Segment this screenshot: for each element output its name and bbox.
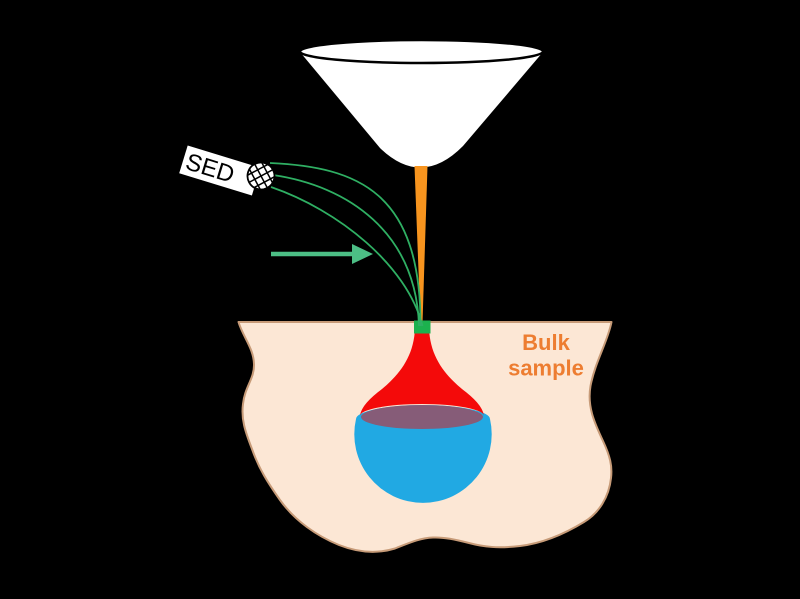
se-trajectory-middle [272, 174, 420, 327]
arrow-head [352, 244, 373, 264]
blue-interaction-sphere [354, 405, 492, 503]
se-trajectory-top [269, 162, 422, 327]
crosshatch-grid-icon [244, 159, 278, 193]
sed-detector-box [179, 145, 261, 196]
grid-hatch-lines [244, 159, 278, 193]
bulk-sample-label-line2: sample [508, 356, 584, 381]
se-trajectories [269, 162, 424, 327]
lens-cone-rim [298, 38, 545, 65]
right-arrow-icon [271, 244, 373, 264]
electron-beam [414, 166, 428, 323]
se-trajectory-bottom [270, 186, 424, 327]
bulk-sample-label-line1: Bulk [522, 330, 570, 355]
purple-overlap-ellipse [361, 405, 483, 429]
objective-lens-cone [300, 52, 543, 168]
bulk-sample-label: Bulk sample [508, 330, 584, 381]
red-interaction-teardrop [360, 328, 484, 416]
